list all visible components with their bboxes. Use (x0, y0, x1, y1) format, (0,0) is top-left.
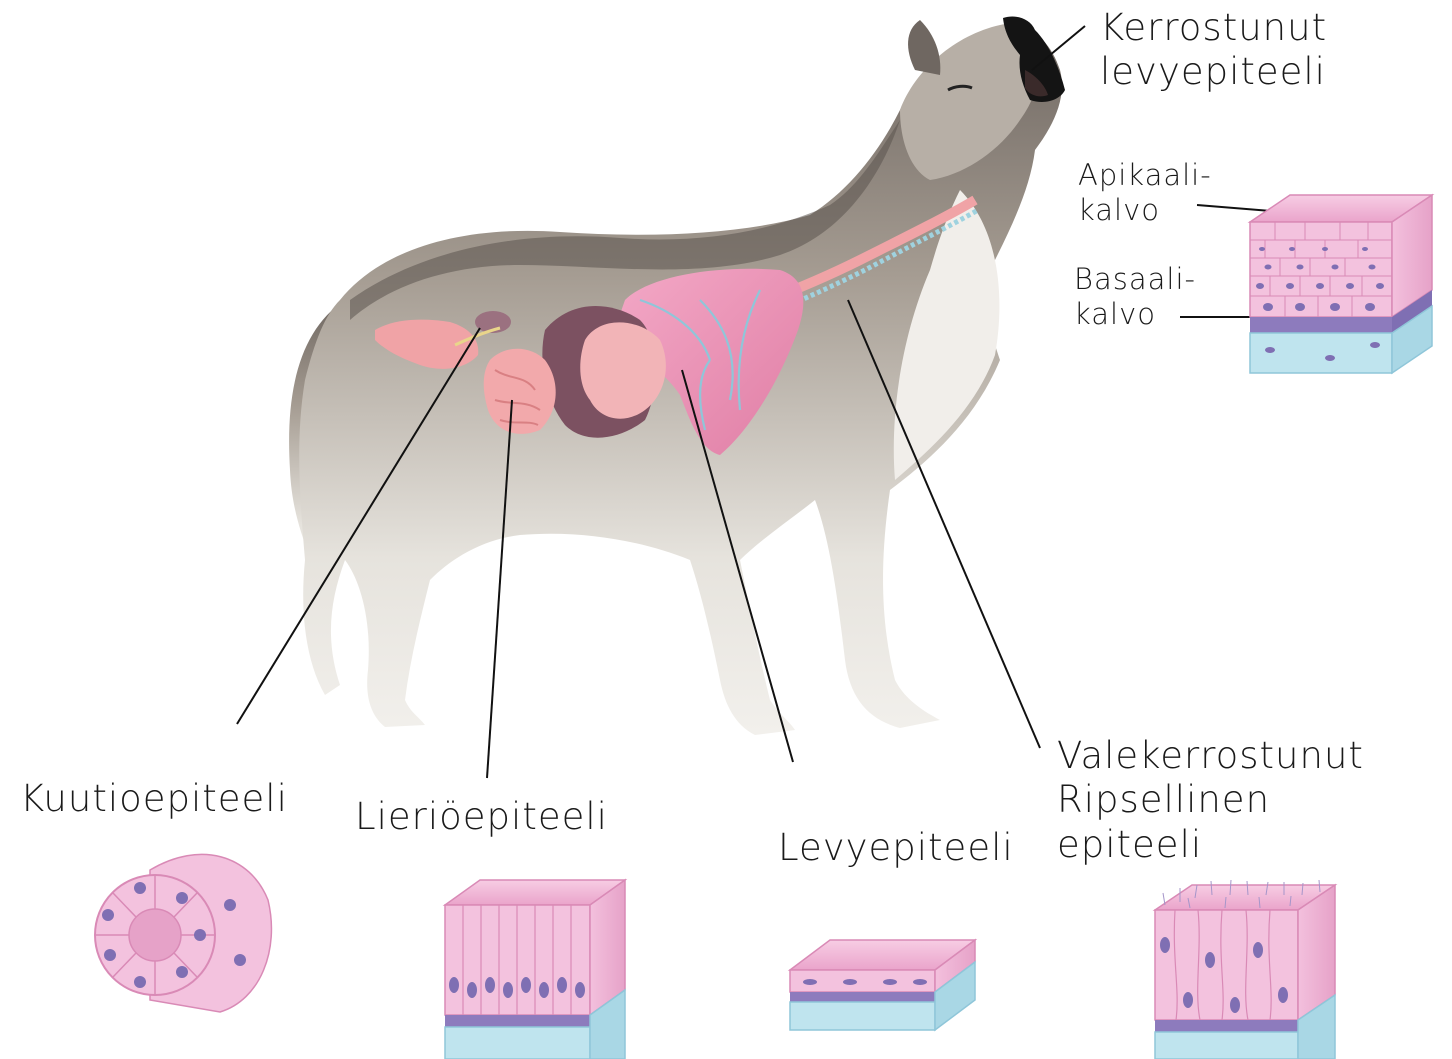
label-kerrostunut-levyepiteeli: Kerrostunut levyepiteeli (1100, 6, 1327, 95)
label-kerrostunut-line1: Kerrostunut (1100, 6, 1327, 50)
cuboidal-epithelium-tube (95, 854, 271, 1012)
label-kuutioepiteeli: Kuutioepiteeli (20, 777, 288, 821)
wolf-ear (908, 20, 940, 75)
label-valekerrostunut: Valekerrostunut Ripsellinen epiteeli (1057, 734, 1364, 867)
label-kerrostunut-line2: levyepiteeli (1100, 50, 1327, 94)
pseudostratified-ciliated-block (1155, 880, 1335, 1059)
wolf-illustration (289, 17, 1065, 736)
label-lierioepiteeli: Lieriöepiteeli (355, 795, 608, 839)
intestines (484, 349, 556, 434)
columnar-epithelium-block (445, 880, 625, 1059)
label-valekerrostunut-line3: epiteeli (1057, 823, 1364, 867)
label-apikaalikalvo: Apikaali- kalvo (1078, 158, 1212, 228)
label-basaalikalvo: Basaali- kalvo (1074, 262, 1196, 332)
label-basaali-line1: Basaali- (1074, 262, 1196, 297)
label-basaali-line2: kalvo (1074, 297, 1196, 332)
label-levyepiteeli: Levyepiteeli (778, 826, 1014, 870)
label-apikaali-line2: kalvo (1078, 193, 1212, 228)
label-apikaali-line1: Apikaali- (1078, 158, 1212, 193)
squamous-epithelium-block (790, 940, 975, 1030)
stratified-squamous-block (1250, 195, 1432, 373)
label-valekerrostunut-line1: Valekerrostunut (1057, 734, 1364, 778)
label-valekerrostunut-line2: Ripsellinen (1057, 778, 1364, 822)
